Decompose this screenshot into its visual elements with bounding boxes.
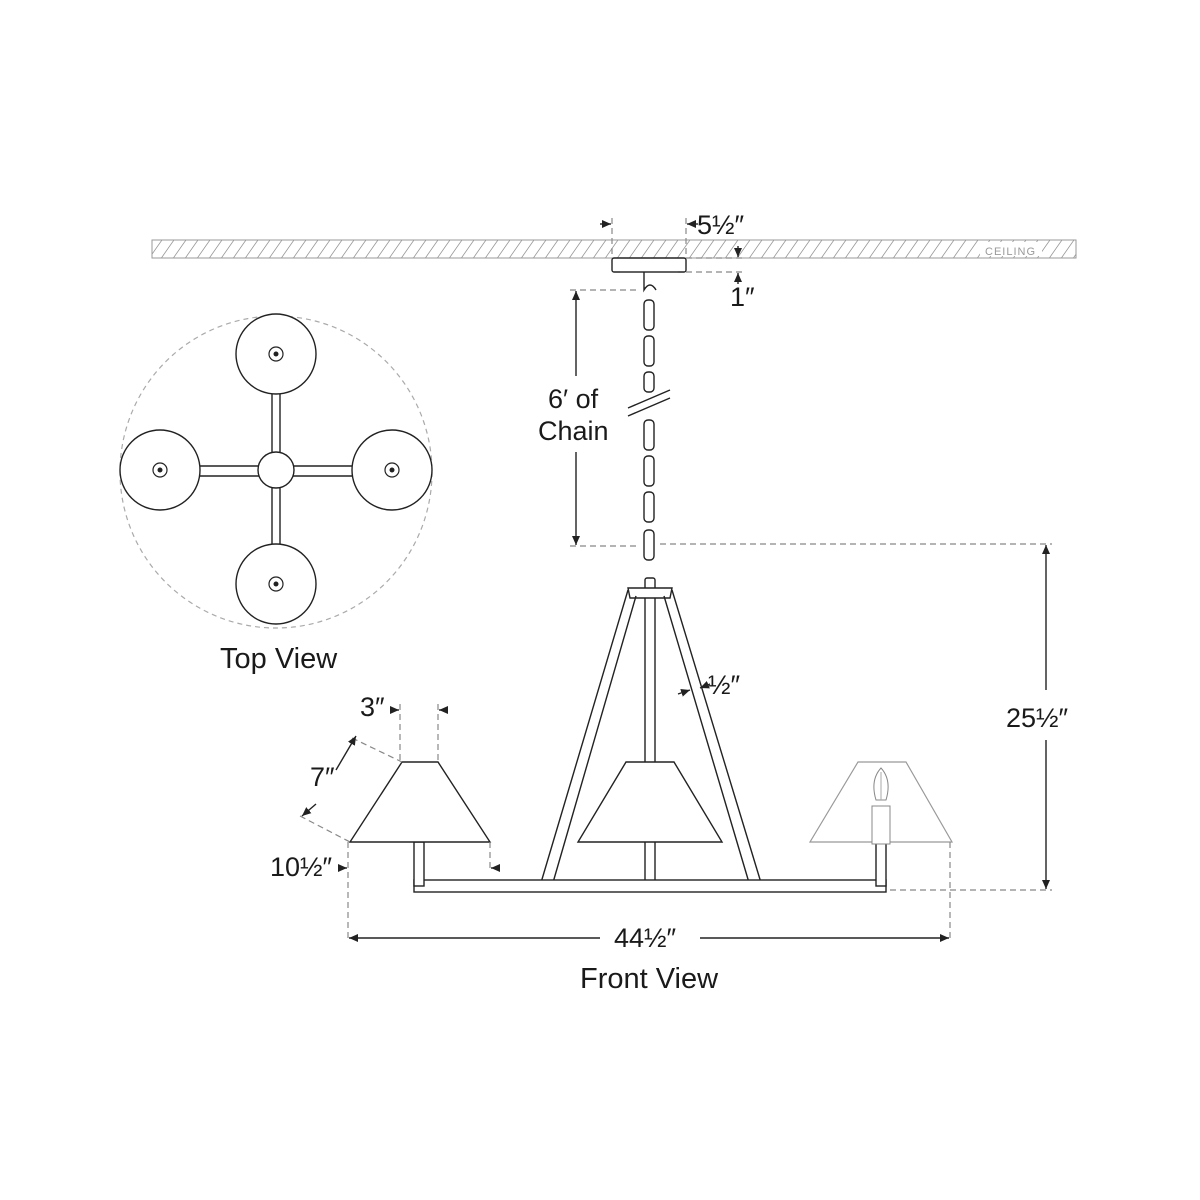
shade-bottom-dimension: 10½″ [270, 842, 500, 940]
top-shade-north [235, 313, 317, 395]
chain-label-line2: Chain [538, 416, 609, 446]
shade-top-label: 3″ [360, 692, 385, 722]
chandelier-front-view [348, 577, 954, 893]
width-dimension: 44½″ [349, 842, 951, 953]
ceiling: CEILING [151, 239, 1077, 259]
canopy [611, 257, 687, 273]
chain [627, 272, 671, 561]
top-shade-east [351, 429, 433, 511]
right-shade [808, 761, 954, 843]
left-shade [348, 761, 492, 843]
ceiling-label: CEILING [985, 246, 1036, 258]
shade-top-dimension: 3″ [360, 692, 448, 760]
top-view-caption: Top View [220, 643, 338, 675]
canopy-width-dimension: 5½″ [600, 210, 745, 258]
chandelier-top-view [119, 313, 433, 629]
center-shade [576, 761, 724, 843]
canopy-height-label: 1″ [730, 282, 755, 312]
shade-slant-dimension: 7″ [299, 735, 403, 843]
shade-bottom-label: 10½″ [270, 852, 333, 882]
frame-width-label: ½″ [708, 670, 741, 700]
height-dimension: 25½″ [660, 543, 1069, 891]
canopy-width-label: 5½″ [697, 210, 745, 240]
height-label: 25½″ [1006, 703, 1069, 733]
width-label: 44½″ [614, 923, 677, 953]
frame-width-dimension: ½″ [677, 670, 741, 700]
front-view-caption: Front View [580, 963, 719, 995]
chain-length-dimension: 6′ of Chain [538, 289, 640, 547]
top-shade-west [119, 429, 201, 511]
candle-bulb [871, 767, 891, 845]
shade-slant-label: 7″ [310, 762, 335, 792]
chain-label-line1: 6′ of [548, 384, 599, 414]
canopy-height-dimension: 1″ [686, 246, 755, 312]
top-shade-south [235, 543, 317, 625]
